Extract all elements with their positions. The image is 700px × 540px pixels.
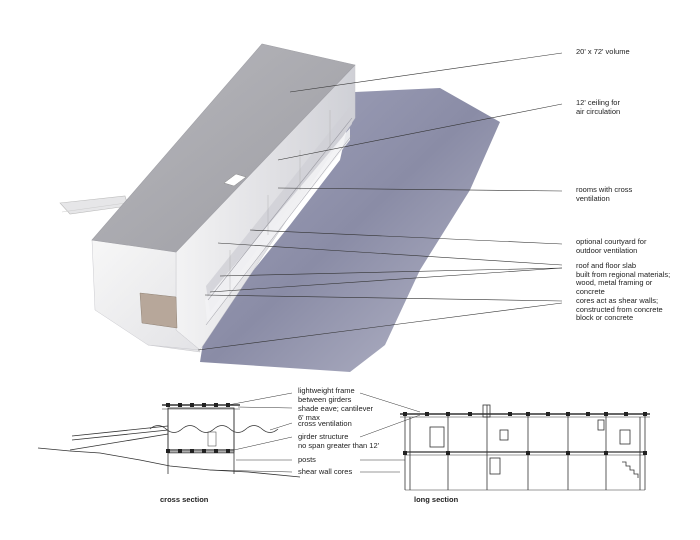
roof-skylight — [223, 173, 247, 187]
end-wall-opening — [139, 292, 178, 329]
callout-shade-eave: shade eave; cantilever 6' max — [298, 404, 374, 422]
callout-cross-rooms: rooms with cross ventilation — [576, 185, 633, 203]
cast-shadow — [200, 88, 500, 372]
cross-section-ground — [37, 447, 301, 478]
callout-slabs: roof and floor slab built from regional … — [576, 261, 671, 296]
callout-ceiling: 12' ceiling for air circulation — [576, 98, 621, 116]
callout-volume: 20' x 72' volume — [576, 47, 630, 56]
callout-lightweight-frame: lightweight frame between girders — [298, 386, 355, 404]
callout-girder-structure: girder structure no span greater than 12… — [298, 432, 380, 450]
callout-shear-wall-cores: shear wall cores — [298, 467, 353, 476]
callout-cores: cores act as shear walls; constructed fr… — [576, 296, 663, 323]
callout-cross-ventilation: cross ventilation — [298, 419, 352, 428]
cross-section-title: cross section — [160, 495, 209, 504]
callout-posts: posts — [298, 455, 316, 464]
long-section-title: long section — [414, 495, 459, 504]
roof-surface — [91, 43, 356, 253]
callout-courtyard: optional courtyard for outdoor ventilati… — [576, 237, 647, 255]
